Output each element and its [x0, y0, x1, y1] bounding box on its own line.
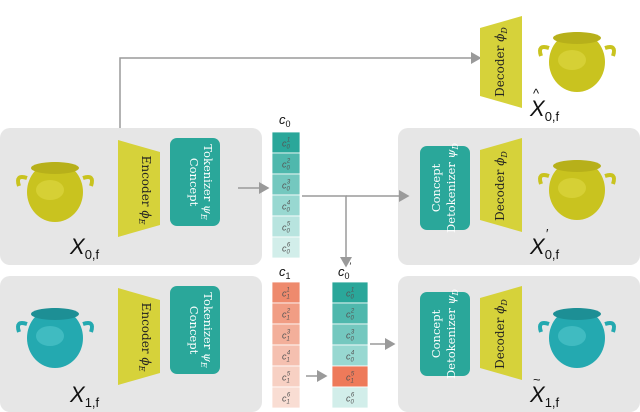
- decoder-label-top: Decoder ϕD: [493, 27, 509, 97]
- tokenizer-block-0: [170, 138, 220, 226]
- tokenizer-line2-0: Tokenizer ψE: [199, 144, 215, 220]
- pot-icon: [16, 308, 94, 368]
- token-stack-c0: c01 c02 c03 c04 c05 c06: [271, 131, 301, 259]
- encoder-block-0: [118, 140, 160, 237]
- token-label: c14: [282, 351, 291, 364]
- token-label: c11: [282, 288, 290, 301]
- pot-icon: [16, 162, 94, 222]
- decoder-label-bottom: Decoder ϕD: [493, 299, 509, 369]
- detokenizer-block-1: [420, 292, 470, 376]
- skip-arrow: [119, 52, 482, 128]
- decoder-block-mid: [480, 138, 522, 232]
- output-accent-hat: ^: [533, 86, 540, 101]
- encoder-block-1: [118, 288, 160, 385]
- token-label: c15: [346, 372, 355, 385]
- detokenizer-line1-0: Concept: [429, 163, 443, 212]
- token-cell: [271, 236, 301, 259]
- token-label: c04: [346, 351, 355, 364]
- c0-header: c0: [279, 112, 291, 129]
- encoder-label-0: Encoder ϕE: [137, 156, 153, 225]
- tokenizer-block-1: [170, 286, 220, 374]
- encoder-label-1: Encoder ϕE: [137, 303, 153, 372]
- token-label: c01: [282, 138, 291, 151]
- token-label: c06: [346, 393, 355, 406]
- input-label-x0: X0,f: [69, 234, 100, 262]
- token-label: c03: [282, 180, 291, 193]
- output-accent-prime: ′: [546, 226, 549, 241]
- token-label: c02: [282, 159, 291, 172]
- detokenizer-line2-0: Detokenizer ψD: [444, 142, 460, 232]
- token-label: c13: [282, 330, 291, 343]
- c1-header: c1: [279, 264, 291, 281]
- tokenizer-line1-0: Concept: [187, 158, 201, 207]
- token-label: c02: [346, 309, 355, 322]
- pot-icon: [538, 160, 616, 220]
- token-cell: [271, 386, 301, 409]
- c0prime-header: c0′: [338, 261, 352, 281]
- output-label-xtilde: X1,f: [529, 382, 560, 410]
- output-label-xhat: X0,f: [529, 96, 560, 124]
- token-label: c15: [282, 372, 291, 385]
- decoder-label-mid: Decoder ϕD: [493, 151, 509, 221]
- tokenizer-line1-1: Concept: [187, 306, 201, 355]
- detokenizer-line1-1: Concept: [429, 309, 443, 358]
- token-label: c05: [282, 222, 291, 235]
- token-label: c06: [282, 243, 291, 256]
- tokenizer-line2-1: Tokenizer ψE: [199, 292, 215, 368]
- pot-icon: [538, 32, 616, 92]
- output-accent-tilde: ~: [533, 372, 541, 387]
- token-label: c03: [346, 330, 355, 343]
- token-stack-c0prime: c01 c02 c03 c04 c15 c06: [331, 281, 369, 409]
- token-cell: [331, 386, 369, 409]
- detokenizer-line2-1: Detokenizer ψD: [444, 288, 460, 378]
- output-label-xprime: X0,f: [529, 234, 560, 262]
- pot-icon: [538, 308, 616, 368]
- decoder-block-top: [480, 16, 522, 108]
- decoder-block-bottom: [480, 286, 522, 380]
- token-label: c04: [282, 201, 291, 214]
- token-label: c12: [282, 309, 291, 322]
- token-label: c16: [282, 393, 291, 406]
- token-label: c01: [346, 288, 355, 301]
- token-stack-c1: c11 c12 c13 c14 c15 c16: [271, 281, 301, 409]
- detokenizer-block-0: [420, 146, 470, 230]
- input-label-x1: X1,f: [69, 382, 100, 410]
- arrow-to-c0prime: [302, 195, 352, 268]
